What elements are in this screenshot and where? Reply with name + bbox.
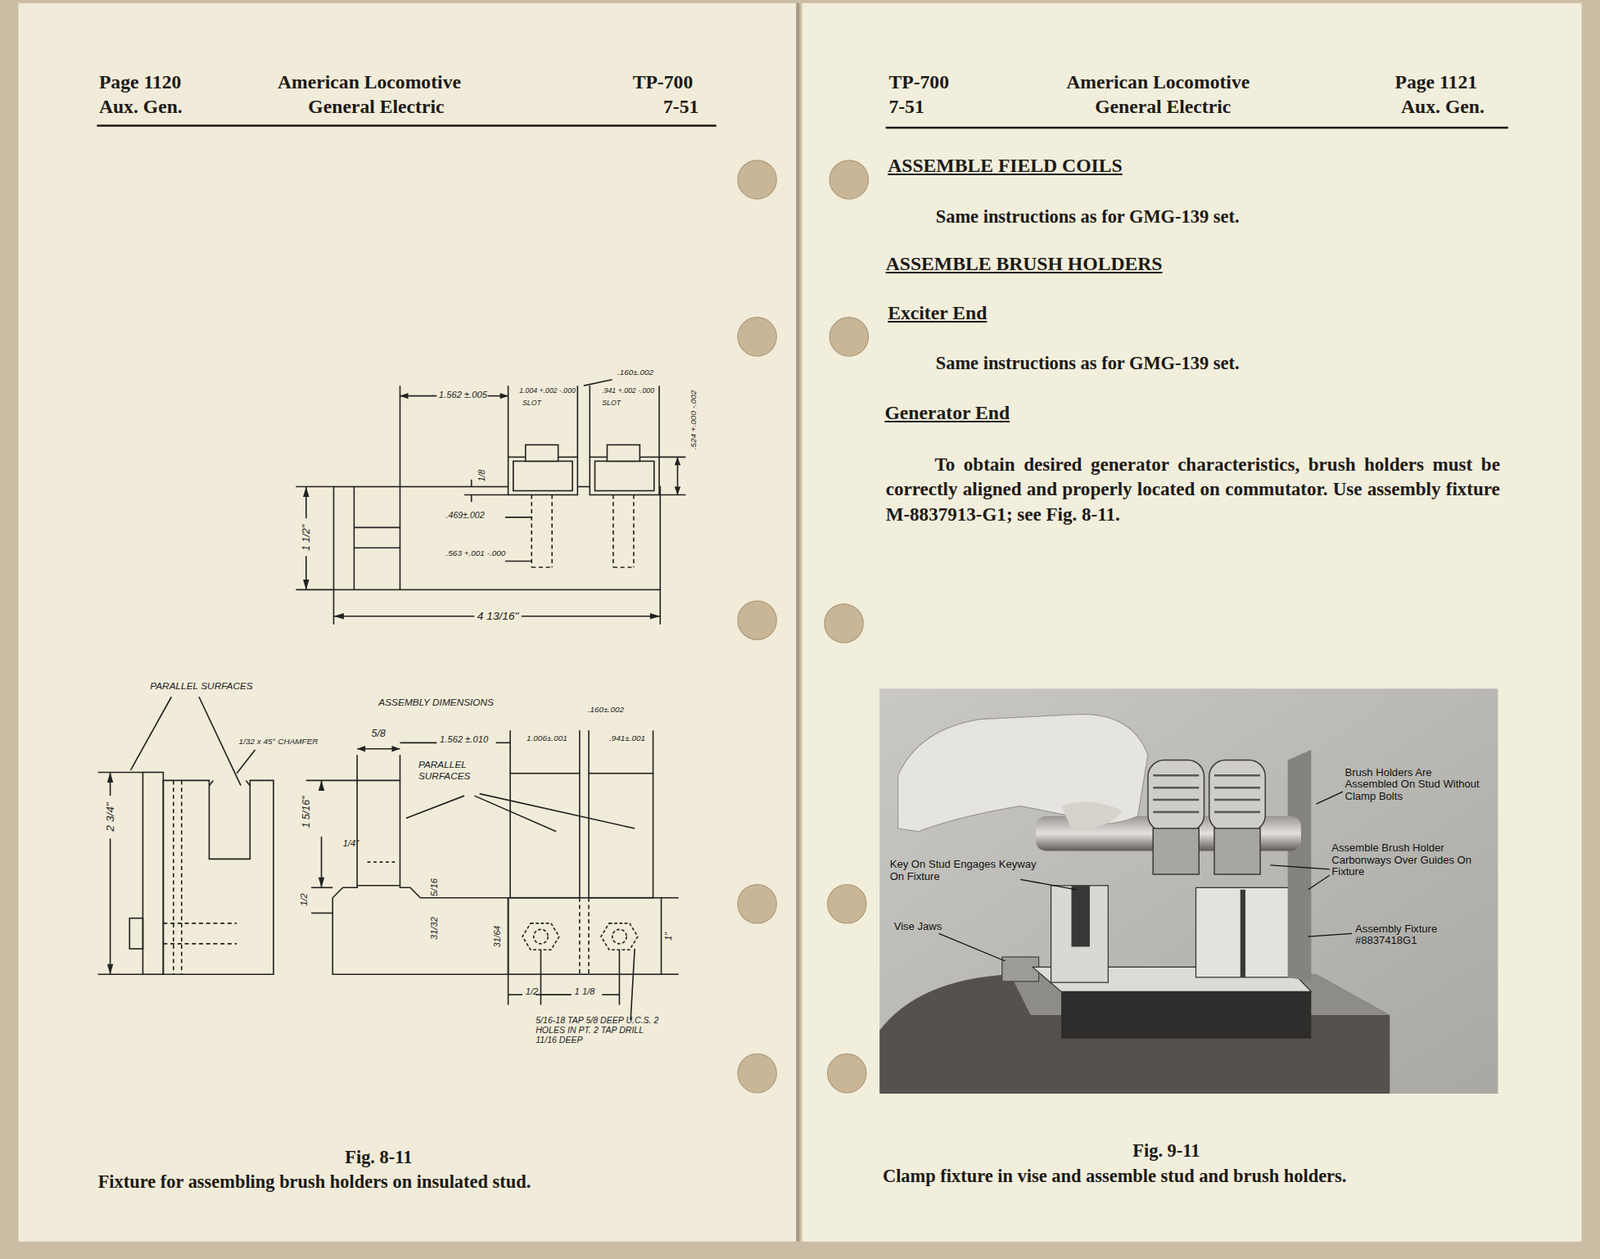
dimension-label: 1/8 [476, 469, 487, 482]
section-heading: Generator End [884, 402, 1010, 425]
dimension-label: 1.006±.001 [526, 733, 568, 743]
figure-caption: Fig. 8-11 [344, 1147, 412, 1169]
dimension-label: PARALLEL SURFACES [418, 759, 490, 782]
dimension-label: PARALLEL SURFACES [149, 681, 254, 693]
dimension-label: 31/32 [428, 917, 439, 941]
photo-callout: Brush Holders Are Assembled On Stud With… [1344, 767, 1479, 803]
dimension-label: 1 5/16" [300, 795, 312, 828]
photo-callout: Assembly Fixture #8837418G1 [1355, 923, 1476, 948]
page-header: TP-700 [888, 71, 950, 94]
dimension-label: SLOT [601, 398, 621, 407]
dimension-label: 1 1/2" [300, 524, 312, 552]
dimension-label: 1 1/8 [574, 986, 596, 998]
figure-caption: Fixture for assembling brush holders on … [98, 1171, 532, 1194]
dimension-label: 1/2 [298, 893, 310, 907]
dimension-label: .941 +.002 -.000 [601, 386, 661, 395]
dimension-label: 1.562 ±.010 [439, 734, 489, 746]
dimension-label: 1/32 x 45° CHAMFER [239, 736, 319, 746]
dimension-label: SLOT [522, 398, 542, 407]
figure-caption: Fig. 9-11 [1132, 1140, 1200, 1162]
dimension-label: 5/8 [371, 727, 386, 740]
page-header: Page 1121 [1395, 71, 1478, 94]
section-heading: ASSEMBLE FIELD COILS [887, 154, 1123, 177]
dimension-label: .941±.001 [609, 733, 646, 743]
page-header: Page 1120 [99, 71, 182, 94]
dimension-label: 1/4" [343, 838, 360, 850]
dimension-label: .524 +.000 -.002 [689, 390, 699, 451]
dimension-label: 2 3/4" [103, 803, 118, 832]
dimension-label: 1/2 [525, 986, 539, 998]
dimension-label: 5/16-18 TAP 5/8 DEEP U.C.S. 2 HOLES IN P… [535, 1015, 667, 1046]
body-text: Same instructions as for GMG-139 set. [935, 352, 1240, 375]
page-header: 7-51 [663, 95, 699, 118]
section-heading: ASSEMBLE BRUSH HOLDERS [885, 253, 1163, 276]
dimension-label: 4 13/16" [474, 610, 522, 624]
dimension-label: .469±.002 [446, 510, 485, 520]
page-header: Aux. Gen. [99, 95, 183, 118]
dimension-label: .563 +.001 -.000 [446, 548, 507, 558]
page-header: American Locomotive [277, 71, 462, 94]
photo-callout: Key On Stud Engages Keyway On Fixture [890, 858, 1041, 883]
page-header: General Electric [307, 95, 444, 118]
page-header: General Electric [1094, 95, 1231, 118]
dimension-label: 1" [663, 932, 674, 941]
page-header: American Locomotive [1066, 71, 1250, 94]
body-text: Same instructions as for GMG-139 set. [935, 206, 1240, 228]
page-header: TP-700 [632, 71, 694, 94]
dimension-label: .160±.002 [587, 705, 624, 715]
dimension-label: ASSEMBLY DIMENSIONS [378, 697, 494, 710]
dimension-label: 1.004 +.002 -.000 [519, 386, 579, 395]
photo-callout: Vise Jaws [894, 921, 977, 933]
dimension-label: 31/64 [492, 926, 502, 948]
section-heading: Exciter End [887, 302, 987, 325]
figure-caption: Clamp fixture in vise and assemble stud … [882, 1166, 1347, 1188]
dimension-label: 1.562 ±.005 [438, 389, 488, 401]
body-text: To obtain desired generator characterist… [885, 451, 1501, 527]
page-header: Aux. Gen. [1401, 95, 1485, 118]
page-header: 7-51 [888, 95, 924, 118]
dimension-label: .160±.002 [617, 367, 654, 377]
dimension-label: 5/16 [428, 878, 439, 897]
photo-callout: Assemble Brush Holder Carbonways Over Gu… [1331, 842, 1503, 878]
